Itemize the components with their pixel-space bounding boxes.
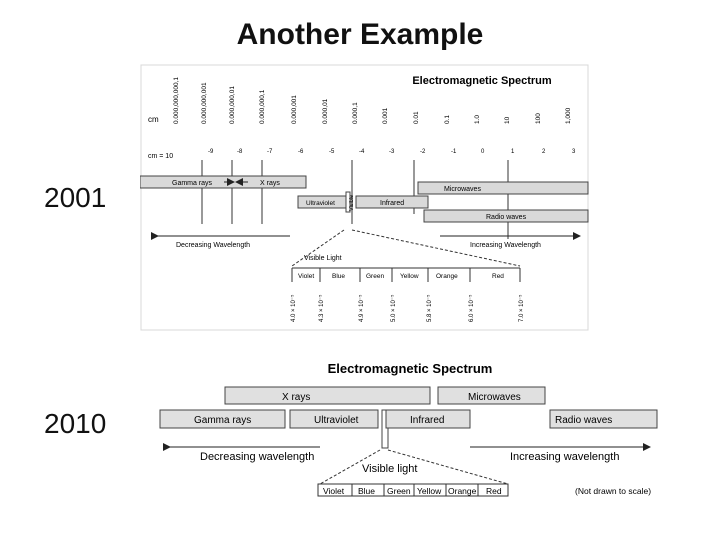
band-label-xray-2001: X rays (260, 180, 280, 187)
color-label-2010: Orange (448, 486, 477, 496)
cm-value: 1.0 (474, 115, 481, 124)
exp-value: -7 (267, 149, 273, 155)
exp-prefix: cm = 10 (148, 153, 173, 160)
color-label-2010: Green (387, 486, 411, 496)
band-label-gamma-2010: Gamma rays (194, 415, 251, 426)
cm-value: 0.000,000,001 (201, 82, 208, 124)
band-gamma-xray-2001 (140, 175, 307, 189)
band-label-ir-2010: Infrared (410, 415, 444, 426)
band-label-uv-2010: Ultraviolet (314, 415, 359, 426)
color-label-2001: Orange (436, 273, 458, 280)
cm-value: 0.000,1 (352, 102, 359, 124)
year-label-2010: 2010 (44, 408, 107, 439)
color-wavelength-2001: 4.3 × 10⁻⁵ (318, 294, 325, 322)
diagram-2010-heading: Electromagnetic Spectrum (328, 361, 493, 376)
exp-value: -1 (451, 149, 457, 155)
color-wavelength-2001: 7.0 × 10⁻⁵ (518, 294, 525, 322)
cm-value: 0.1 (444, 115, 451, 124)
cm-value: 1,000 (565, 107, 572, 124)
band-ir-2001 (355, 195, 429, 209)
exp-value: 1 (511, 149, 515, 155)
band-label-gamma-2001: Gamma rays (172, 180, 213, 187)
band-uv-2010 (289, 409, 379, 429)
cm-value: 10 (504, 116, 511, 124)
exp-value: -6 (298, 149, 304, 155)
visible-light-label-2010: Visible light (362, 463, 417, 475)
color-label-2001: Red (492, 273, 504, 280)
year-label-2001: 2001 (44, 182, 107, 213)
band-label-microwave-2001: Microwaves (444, 186, 481, 193)
increasing-label-2001: Increasing Wavelength (470, 242, 541, 249)
cm-value: 0.000,001 (291, 95, 298, 124)
band-label-uv-2001: Ultraviolet (306, 200, 335, 207)
color-label-2010: Violet (323, 486, 345, 496)
band-microwave-2010 (437, 386, 546, 405)
cm-value: 0.000,000,000,1 (173, 77, 180, 124)
band-label-microwave-2010: Microwaves (468, 392, 521, 403)
color-label-2010: Red (486, 486, 502, 496)
color-label-2001: Blue (332, 273, 345, 280)
band-label-ir-2001: Infrared (380, 200, 404, 207)
color-wavelength-2001: 6.0 × 10⁻⁵ (468, 294, 475, 322)
not-to-scale-note: (Not drawn to scale) (575, 486, 651, 496)
band-gamma-2010 (159, 409, 286, 429)
band-ir-2010 (385, 409, 471, 429)
exp-value: -2 (420, 149, 426, 155)
cm-label: cm (148, 115, 159, 124)
band-microwave-2001 (417, 181, 589, 195)
page-title: Another Example (236, 18, 484, 51)
band-label-radio-2010: Radio waves (555, 415, 612, 426)
exp-value: 0 (481, 149, 485, 155)
color-wavelength-2001: 4.0 × 10⁻⁵ (290, 294, 297, 322)
band-visible-2010 (381, 409, 389, 449)
cm-value: 100 (535, 113, 542, 124)
spectrum-diagram-2001: Electromagnetic Spectrum cm 0.000,000,00… (140, 64, 589, 331)
decreasing-label-2010: Decreasing wavelength (200, 451, 314, 463)
cm-value: 0.000,000,1 (259, 89, 266, 124)
band-visible-2001 (345, 191, 351, 213)
color-label-2010: Yellow (417, 486, 442, 496)
band-radio-2010 (549, 409, 658, 429)
color-wavelength-2001: 4.9 × 10⁻⁵ (358, 294, 365, 322)
color-wavelength-2001: 5.8 × 10⁻⁵ (426, 294, 433, 322)
cm-value: 0.01 (413, 111, 420, 124)
decreasing-label-2001: Decreasing Wavelength (176, 242, 250, 249)
exp-value: 3 (572, 149, 576, 155)
exp-value: -4 (359, 149, 365, 155)
cm-value: 0.000,000,01 (229, 86, 236, 124)
band-xray-2010 (224, 386, 431, 405)
band-radio-2001 (423, 209, 589, 223)
exp-value: -5 (329, 149, 335, 155)
exp-value: 2 (542, 149, 546, 155)
color-label-2001: Green (366, 273, 384, 280)
color-label-2001: Violet (298, 273, 314, 280)
visible-light-label-2001: Visible Light (304, 255, 342, 262)
band-label-xray-2010: X rays (282, 392, 310, 403)
exp-value: -8 (237, 149, 243, 155)
cm-value: 0.000,01 (322, 98, 329, 124)
color-label-2010: Blue (358, 486, 375, 496)
exp-value: -3 (389, 149, 395, 155)
color-wavelength-2001: 5.0 × 10⁻⁵ (390, 294, 397, 322)
spectrum-diagram-2010: Electromagnetic Spectrum X rays Microwav… (159, 361, 658, 497)
cm-value: 0.001 (382, 107, 389, 124)
color-label-2001: Yellow (400, 273, 419, 280)
increasing-label-2010: Increasing wavelength (510, 451, 619, 463)
band-label-visible-2001: Visible (349, 195, 355, 211)
exp-value: -9 (208, 149, 214, 155)
band-label-radio-2001: Radio waves (486, 214, 527, 221)
diagram-2001-heading: Electromagnetic Spectrum (412, 75, 552, 87)
